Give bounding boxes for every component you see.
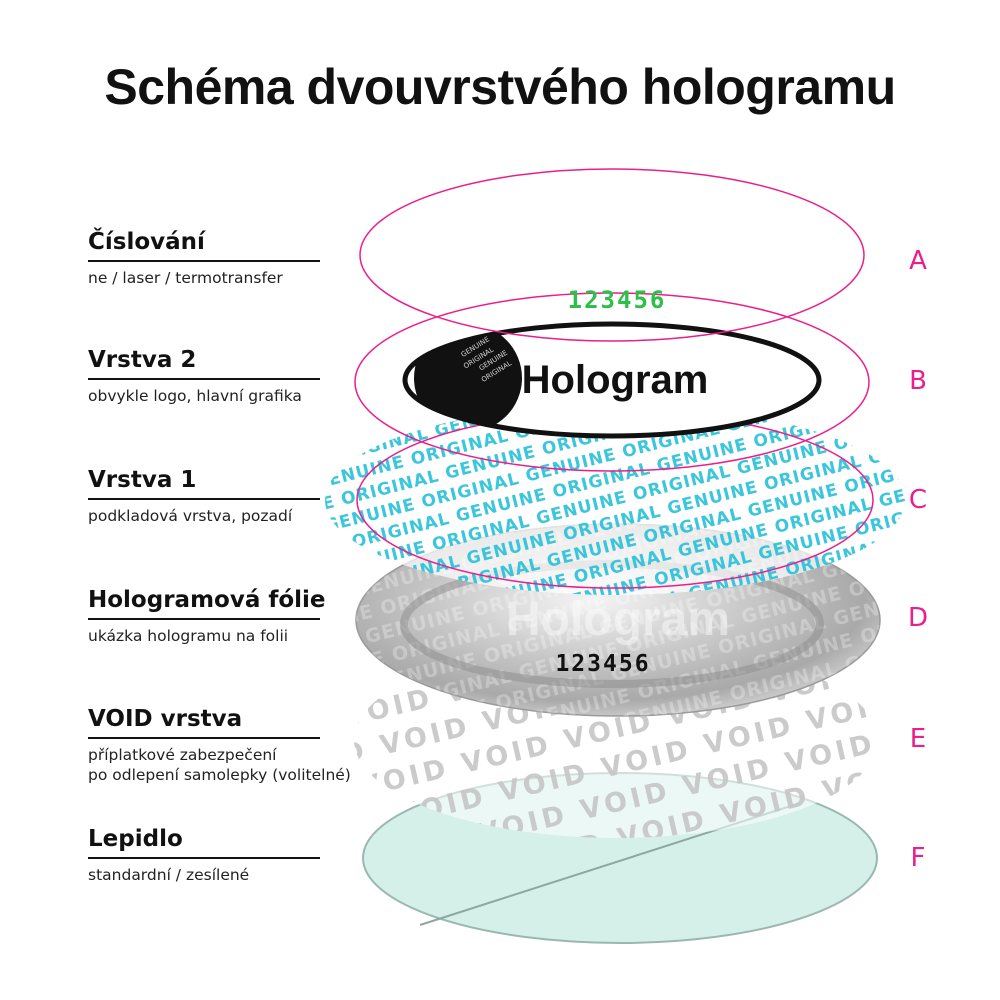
numbering-outline <box>359 168 865 342</box>
label-layer-1-desc: podkladová vrstva, pozadí <box>88 507 293 525</box>
label-layer-2-name: Vrstva 2 <box>88 346 320 380</box>
label-numbering-desc: ne / laser / termotransfer <box>88 269 283 287</box>
layer-letter-c: C <box>908 485 928 515</box>
foil-number: 123456 <box>555 651 650 677</box>
layer-2-outline <box>354 292 870 472</box>
layer-letter-a: A <box>909 246 927 276</box>
label-void-layer-name: VOID vrstva <box>88 705 320 739</box>
label-hologram-foil: Hologramová fólie ukázka hologramu na fo… <box>88 586 326 646</box>
label-adhesive-desc: standardní / zesílené <box>88 866 250 884</box>
label-adhesive: Lepidlo standardní / zesílené <box>88 825 320 885</box>
label-numbering: Číslování ne / laser / termotransfer <box>88 228 320 288</box>
layer-letter-b: B <box>909 366 927 396</box>
label-void-layer-desc-1: příplatkové zabezpečení <box>88 746 277 764</box>
diagram-title: Schéma dvouvrstvého hologramu <box>104 59 896 115</box>
layer-letter-f: F <box>910 843 926 873</box>
label-hologram-foil-desc: ukázka hologramu na folii <box>88 627 289 645</box>
layer-letter-d: D <box>907 603 929 633</box>
label-layer-1: Vrstva 1 podkladová vrstva, pozadí <box>88 466 320 526</box>
layer-letter-e: E <box>909 724 927 754</box>
label-void-layer-desc-2: po odlepení samolepky (volitelné) <box>88 766 351 784</box>
label-hologram-foil-name: Hologramová fólie <box>88 586 326 620</box>
label-layer-2-desc: obvykle logo, hlavní grafika <box>88 387 302 405</box>
numbering-digits: 123456 <box>568 286 667 314</box>
label-layer-2: Vrstva 2 obvykle logo, hlavní grafika <box>88 346 320 406</box>
label-numbering-name: Číslování <box>88 228 320 262</box>
foil-logo-text: Hologram <box>506 593 730 646</box>
numbering-disc: 123456 <box>359 168 865 342</box>
label-adhesive-name: Lepidlo <box>88 825 320 859</box>
logo-black-circle <box>414 324 522 432</box>
label-void-layer: VOID vrstva příplatkové zabezpečení po o… <box>88 705 351 785</box>
layer-2-disc: GENUINE ORIGINAL GENUINE ORIGINAL Hologr… <box>354 292 870 472</box>
label-layer-1-name: Vrstva 1 <box>88 466 320 500</box>
logo-text: Hologram <box>522 358 709 402</box>
